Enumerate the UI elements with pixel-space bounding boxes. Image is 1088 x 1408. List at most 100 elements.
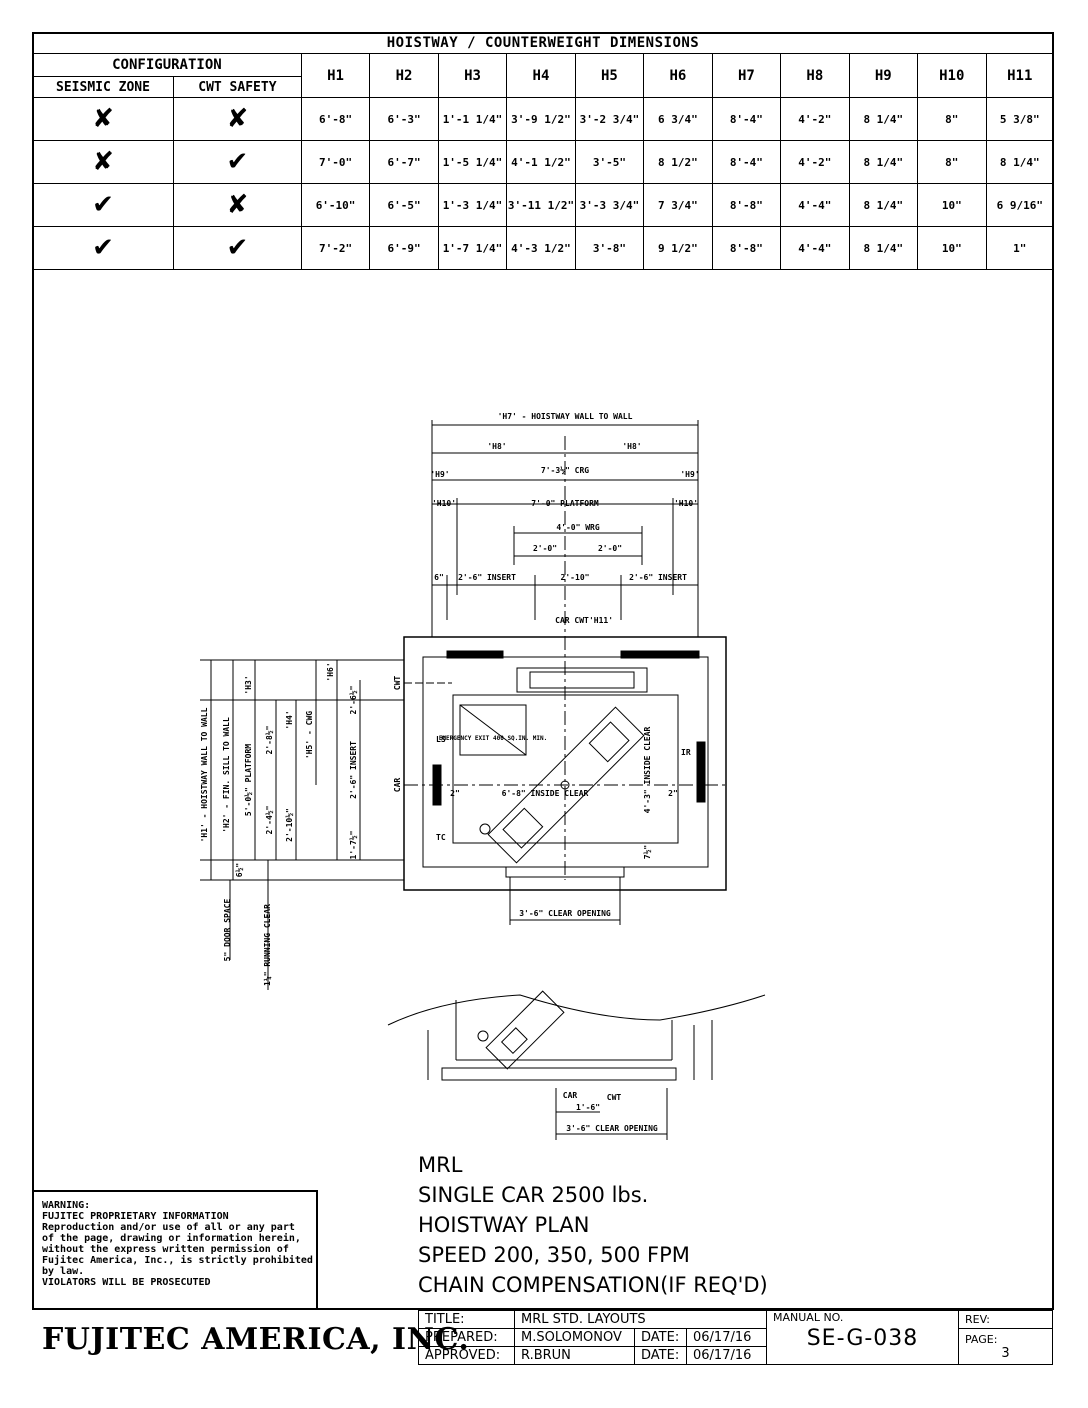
cwt-small-label: CWT: [393, 676, 402, 691]
col-header: H10: [917, 53, 987, 98]
table-cell: 6'-9": [369, 226, 439, 270]
seven-half-label: 7½": [642, 845, 652, 859]
h8-right-label: 'H8': [622, 442, 641, 451]
title-block: TITLE: MRL STD. LAYOUTS MANUAL NO. SE-G-…: [418, 1310, 1053, 1365]
inside-clear-height-label: 4'-3" INSIDE CLEAR: [643, 726, 652, 813]
page-label: PAGE:: [965, 1332, 998, 1346]
table-row: ✘ ✔ 7'-0" 6'-7" 1'-5 1/4" 4'-1 1/2" 3'-5…: [32, 140, 1055, 184]
manual-number-label: MANUAL NO.: [773, 1311, 844, 1324]
table-cell: 8'-8": [711, 183, 782, 227]
table-cell: 7'-2": [300, 226, 371, 270]
col-header: H6: [643, 53, 713, 98]
h5-label: 'H5' - CWG: [305, 711, 314, 759]
warning-line: VIOLATORS WILL BE PROSECUTED: [42, 1277, 211, 1288]
prepared-label: PREPARED:: [418, 1328, 515, 1347]
car-cwt-label: CAR CWT: [555, 616, 589, 625]
wrg-label: 4'-0" WRG: [556, 523, 600, 532]
h4-label: 'H4': [285, 710, 294, 729]
crg-label: 7'-3½" CRG: [541, 465, 589, 475]
two-inch-right-label: 2": [668, 789, 678, 798]
table-cell: 4'-4": [780, 183, 850, 227]
h9-right-label: 'H9': [680, 470, 699, 479]
title-label: TITLE:: [418, 1310, 515, 1329]
date-label: DATE:: [634, 1328, 687, 1347]
h11-label: 'H11': [589, 616, 613, 625]
warning-block: WARNING: FUJITEC PROPRIETARY INFORMATION…: [32, 1190, 318, 1310]
warning-line: Reproduction and/or use of all or any pa…: [42, 1222, 295, 1233]
cwt-cell: ✘: [172, 97, 302, 141]
detail-cwt-label: CWT: [607, 1093, 622, 1102]
warning-line: without the express written permission o…: [42, 1244, 289, 1255]
h3-label: 'H3': [244, 675, 253, 694]
page-cell: PAGE: 3: [958, 1328, 1053, 1365]
dimensions-table: HOISTWAY / COUNTERWEIGHT DIMENSIONS CONF…: [32, 32, 1055, 270]
table-cell: 4'-2": [780, 140, 850, 184]
note-line: CHAIN COMPENSATION(IF REQ'D): [418, 1273, 768, 1297]
ir-label: IR: [681, 748, 691, 757]
table-row: ✔ ✔ 7'-2" 6'-9" 1'-7 1/4" 4'-3 1/2" 3'-8…: [32, 226, 1055, 270]
note-line: SINGLE CAR 2500 lbs.: [418, 1183, 649, 1207]
insert-left-label: 2'-6" INSERT: [458, 573, 516, 582]
dim-2-6-half-label: 2'-6½": [348, 686, 358, 715]
insert-right-label: 2'-6" INSERT: [629, 573, 687, 582]
seismic-cell: ✔: [32, 226, 174, 270]
two-inch-left-label: 2": [450, 789, 460, 798]
page-number: 3: [1001, 1345, 1010, 1361]
tc-label: TC: [436, 833, 446, 842]
dim-2-10-label: 2'-10½": [284, 808, 294, 842]
h10-right-label: 'H10': [674, 499, 698, 508]
approved-value: R.BRUN: [514, 1346, 635, 1365]
table-cell: 3'-8": [574, 226, 645, 270]
configuration-header: CONFIGURATION: [32, 53, 302, 77]
table-row: ✘ ✘ 6'-8" 6'-3" 1'-1 1/4" 3'-9 1/2" 3'-2…: [32, 97, 1055, 141]
cwt-cell: ✔: [172, 226, 302, 270]
cwt-cell: ✘: [172, 183, 302, 227]
h6-label: 'H6': [326, 662, 335, 681]
emergency-exit-label: EMERGENCY EXIT 400 SQ.IN. MIN.: [439, 735, 547, 742]
company-logo: FUJITEC AMERICA, INC.: [42, 1322, 470, 1357]
table-cell: 8'-4": [711, 97, 782, 141]
clear-opening-label: 3'-6" CLEAR OPENING: [519, 909, 611, 918]
rev-cell: REV:: [958, 1310, 1053, 1329]
table-cell: 8'-8": [711, 226, 782, 270]
col-header: H11: [985, 53, 1055, 98]
table-row: ✔ ✘ 6'-10" 6'-5" 1'-3 1/4" 3'-11 1/2" 3'…: [32, 183, 1055, 227]
table-cell: 10": [917, 183, 987, 227]
approved-label: APPROVED:: [418, 1346, 515, 1365]
table-cell: 3'-11 1/2": [506, 183, 576, 227]
dim-2-8-label: 2'-8½": [264, 726, 274, 755]
seismic-cell: ✘: [32, 97, 174, 141]
dim-2-6-insert-label: 2'-6" INSERT: [349, 741, 358, 799]
dim-6-half-label: 6½": [234, 863, 244, 877]
seismic-zone-header: SEISMIC ZONE: [32, 76, 174, 98]
table-cell: 4'-3 1/2": [506, 226, 576, 270]
table-cell: 6'-3": [369, 97, 439, 141]
seismic-cell: ✘: [32, 140, 174, 184]
table-cell: 7 3/4": [643, 183, 713, 227]
note-line: HOISTWAY PLAN: [418, 1213, 590, 1237]
note-line: SPEED 200, 350, 500 FPM: [418, 1243, 690, 1267]
title-value: MRL STD. LAYOUTS: [514, 1310, 767, 1329]
date-label: DATE:: [634, 1346, 687, 1365]
table-cell: 1'-3 1/4": [437, 183, 508, 227]
dim-2-4-label: 2'-4½": [264, 806, 274, 835]
door-space-label: 5" DOOR SPACE: [223, 899, 232, 962]
wrg-half-right-label: 2'-0": [598, 544, 622, 553]
h1-dimension-label: 'H1' - HOISTWAY WALL TO WALL: [200, 707, 209, 842]
warning-line: of the page, drawing or information here…: [42, 1233, 301, 1244]
platform-label: 7'-0" PLATFORM: [531, 499, 599, 508]
rev-label: REV:: [965, 1313, 990, 1326]
table-cell: 6 9/16": [985, 183, 1055, 227]
table-cell: 6'-5": [369, 183, 439, 227]
table-cell: 5 3/8": [985, 97, 1055, 141]
col-header: H5: [574, 53, 645, 98]
six-inch-label: 6": [434, 573, 444, 582]
col-header: H2: [369, 53, 439, 98]
manual-number-value: SE-G-038: [806, 1326, 919, 1351]
note-line: MRL: [418, 1153, 463, 1177]
wrg-half-left-label: 2'-0": [533, 544, 557, 553]
table-cell: 1": [985, 226, 1055, 270]
prepared-date: 06/17/16: [686, 1328, 767, 1347]
table-cell: 8 1/4": [848, 183, 919, 227]
